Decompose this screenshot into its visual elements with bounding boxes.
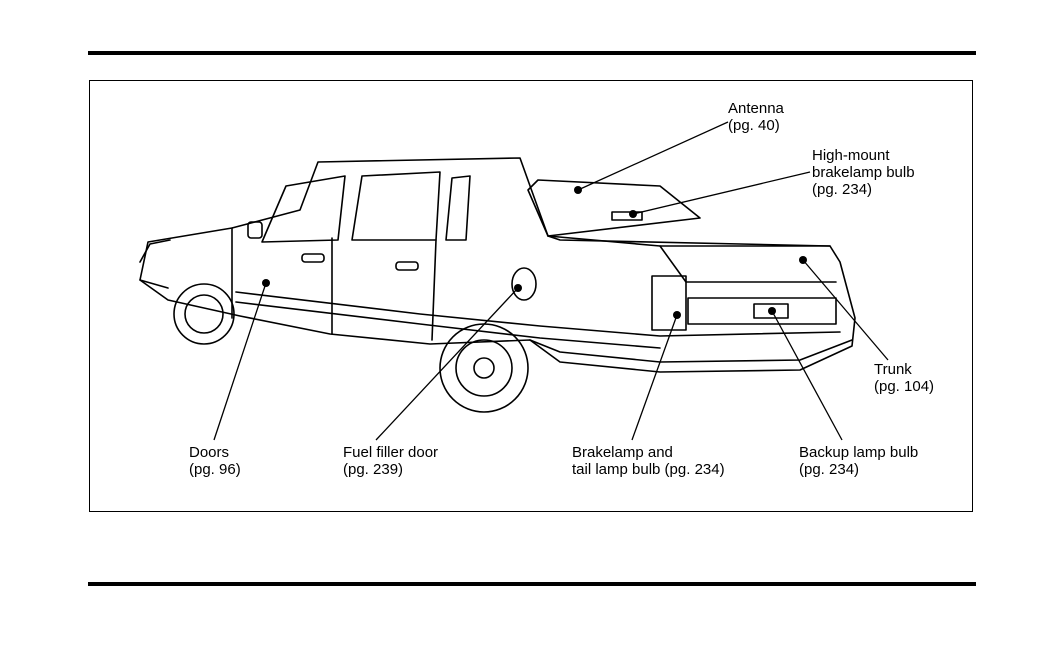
callout-fuel-page: (pg. 239) xyxy=(343,461,438,478)
callout-trunk-page: (pg. 104) xyxy=(874,378,934,395)
tail-lamp-left xyxy=(652,276,686,330)
front-door-handle xyxy=(302,254,324,262)
rear-lamp-panel xyxy=(688,298,836,324)
callout-antenna-page: (pg. 40) xyxy=(728,117,784,134)
callout-high-mount-page: (pg. 234) xyxy=(812,181,915,198)
callout-brakelamp: Brakelamp and tail lamp bulb (pg. 234) xyxy=(572,444,725,478)
leader-trunk xyxy=(803,260,888,360)
callout-high-mount-line1: High-mount xyxy=(812,147,915,164)
dot-backup xyxy=(768,307,776,315)
dot-brakelamp xyxy=(673,311,681,319)
callout-brakelamp-line1: Brakelamp and xyxy=(572,444,725,461)
callout-brakelamp-line2: tail lamp bulb (pg. 234) xyxy=(572,461,725,478)
dot-antenna xyxy=(574,186,582,194)
rear-bumper xyxy=(530,340,852,362)
callout-high-mount-line2: brakelamp bulb xyxy=(812,164,915,181)
quarter-window xyxy=(446,176,470,240)
leader-high-mount xyxy=(633,172,810,214)
leader-backup xyxy=(772,311,842,440)
callout-trunk: Trunk (pg. 104) xyxy=(874,361,934,395)
leader-antenna xyxy=(578,122,728,190)
callout-high-mount: High-mount brakelamp bulb (pg. 234) xyxy=(812,147,915,198)
front-wheel xyxy=(174,284,234,344)
side-mirror xyxy=(248,222,262,238)
callout-backup: Backup lamp bulb (pg. 234) xyxy=(799,444,918,478)
callout-doors: Doors (pg. 96) xyxy=(189,444,241,478)
callout-fuel: Fuel filler door (pg. 239) xyxy=(343,444,438,478)
dot-trunk xyxy=(799,256,807,264)
callout-doors-page: (pg. 96) xyxy=(189,461,241,478)
callout-backup-page: (pg. 234) xyxy=(799,461,918,478)
rear-wheel xyxy=(440,324,528,412)
dot-fuel xyxy=(514,284,522,292)
fuel-filler-door xyxy=(512,268,536,300)
dot-doors xyxy=(262,279,270,287)
callout-trunk-name: Trunk xyxy=(874,361,934,378)
callout-doors-name: Doors xyxy=(189,444,241,461)
rear-window xyxy=(528,180,700,236)
dot-high-mount xyxy=(629,210,637,218)
callout-antenna: Antenna (pg. 40) xyxy=(728,100,784,134)
rear-door-window xyxy=(352,172,440,240)
callout-antenna-name: Antenna xyxy=(728,100,784,117)
rear-door-handle xyxy=(396,262,418,270)
callout-fuel-name: Fuel filler door xyxy=(343,444,438,461)
footer-rule xyxy=(88,582,976,586)
front-door-window xyxy=(262,176,345,242)
callout-backup-name: Backup lamp bulb xyxy=(799,444,918,461)
